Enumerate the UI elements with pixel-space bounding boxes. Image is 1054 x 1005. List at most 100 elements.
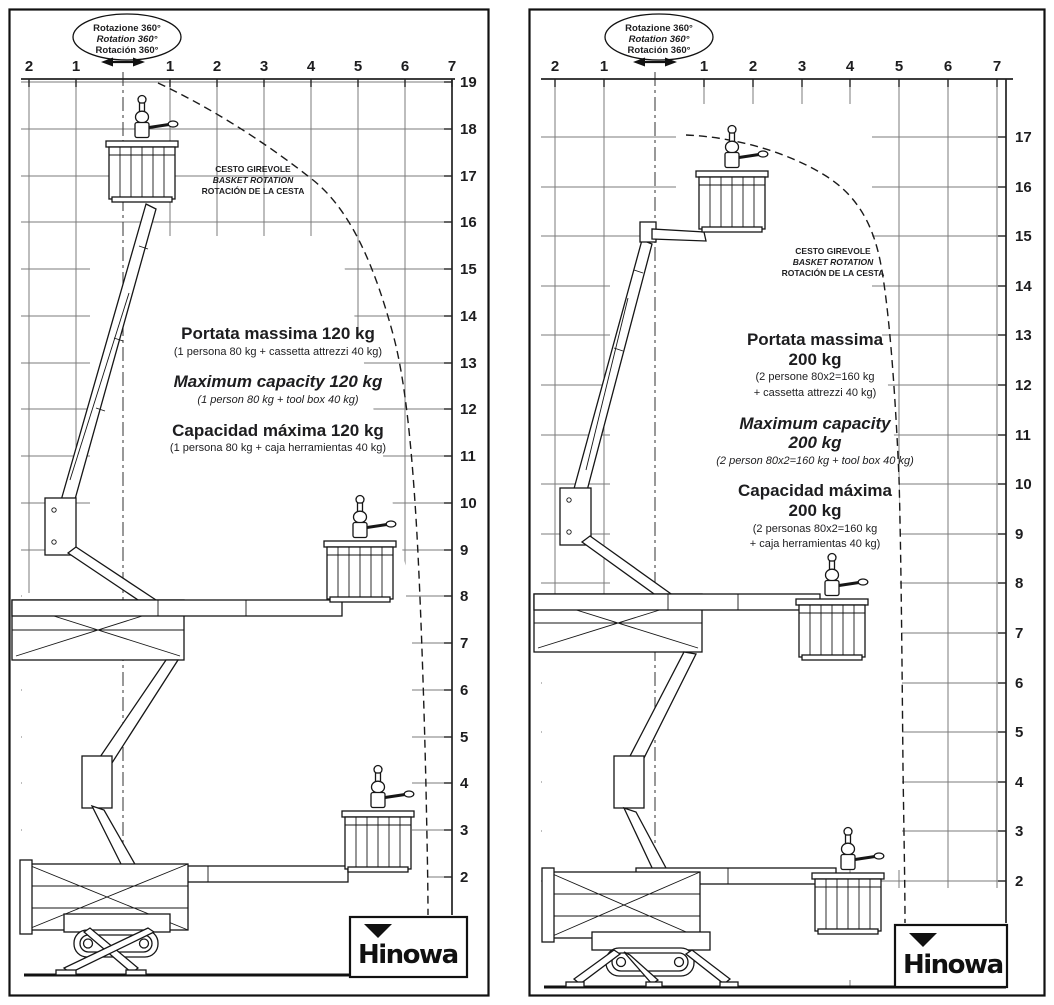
capacity-entry-en: Maximum capacity 120 kg(1 person 80 kg +… xyxy=(136,372,420,407)
y-axis-label: 6 xyxy=(460,682,468,699)
y-axis-label: 17 xyxy=(1015,129,1032,146)
x-axis-label: 2 xyxy=(213,58,221,75)
y-axis-label: 3 xyxy=(1015,823,1023,840)
capacity-title: Capacidad máxima xyxy=(737,481,892,501)
capacity-subtitle: (2 persone 80x2=160 kg xyxy=(755,371,875,384)
y-axis-label: 4 xyxy=(460,775,469,792)
capacity-entry-it: Portata massima 120 kg (1 persona 80 kg +… xyxy=(136,324,420,359)
y-axis-label: 7 xyxy=(460,635,468,652)
y-axis-label: 7 xyxy=(1015,625,1023,642)
machine-drawing-right xyxy=(533,124,886,988)
working-envelope-curve xyxy=(685,134,906,924)
y-axis-label: 10 xyxy=(460,495,477,512)
y-axis-label: 16 xyxy=(1015,179,1032,196)
rotation-bubble-right: Rotazione 360° Rotation 360° Rotación 36… xyxy=(604,13,714,67)
capacity-entry-es: Capacidad máxima 120 kg (1 persona 80 kg … xyxy=(136,421,420,456)
y-axis-label: 3 xyxy=(460,822,468,839)
rotation-label-it: Rotazione 360° xyxy=(93,23,161,34)
panel-border-right xyxy=(528,8,1046,997)
brand-logo: Hinowa xyxy=(358,940,458,970)
capacity-title: Maximum capacity xyxy=(739,413,891,433)
x-axis-label: 1 xyxy=(166,58,174,75)
rotation-label-en: Rotation 360° xyxy=(629,34,690,45)
y-axis-label: 2 xyxy=(1015,873,1023,890)
x-axis-label: 3 xyxy=(260,58,268,75)
y-axis-label: 18 xyxy=(460,121,477,138)
rotation-label-it: Rotazione 360° xyxy=(625,23,693,34)
note-line: CESTO GIREVOLE xyxy=(795,246,871,256)
rotation-label-es: Rotación 360° xyxy=(628,45,691,56)
x-axis-label: 3 xyxy=(798,58,806,75)
capacity-title: Maximum capacity 120 kg xyxy=(173,372,383,392)
y-axis-label: 5 xyxy=(1015,724,1023,741)
panel-border-left xyxy=(8,8,490,997)
y-axis-label: 15 xyxy=(1015,228,1032,245)
capacity-subtitle: + cassetta attrezzi 40 kg) xyxy=(753,386,877,399)
capacity-block-left: Portata massima 120 kg (1 persona 80 kg +… xyxy=(136,324,420,469)
x-axis-label: 6 xyxy=(401,58,409,75)
x-axis-label: 6 xyxy=(944,58,952,75)
note-line: BASKET ROTATION xyxy=(212,175,294,186)
note-line: ROTACIÓN DE LA CESTA xyxy=(781,268,885,279)
capacity-subtitle: (2 personas 80x2=160 kg xyxy=(752,522,878,535)
x-axis-label: 4 xyxy=(846,58,855,75)
capacity-subtitle: (1 persona 80 kg + caja herramientas 40 … xyxy=(169,442,387,455)
rotation-bubble-left: Rotazione 360° Rotation 360° Rotación 36… xyxy=(72,13,182,67)
machine-drawing-left xyxy=(11,94,416,976)
x-axis-label: 2 xyxy=(25,58,33,75)
y-axis-label: 11 xyxy=(1015,427,1031,444)
note-line: BASKET ROTATION xyxy=(792,257,874,268)
y-axis-label: 13 xyxy=(460,355,477,372)
x-axis-label: 1 xyxy=(700,58,708,75)
y-axis-label: 4 xyxy=(1015,774,1024,791)
capacity-title: 200 kg xyxy=(788,349,842,369)
capacity-subtitle: (1 persona 80 kg + cassetta attrezzi 40 … xyxy=(173,345,383,358)
x-axis-label: 1 xyxy=(72,58,80,75)
brand-logo: Hinowa xyxy=(903,950,1003,980)
capacity-title: 200 kg xyxy=(788,500,842,520)
y-axis-label: 2 xyxy=(460,869,468,886)
y-axis-label: 11 xyxy=(460,448,476,465)
x-axis-label: 7 xyxy=(993,58,1001,75)
x-axis-label: 5 xyxy=(354,58,362,75)
x-axis-label: 2 xyxy=(749,58,757,75)
y-axis-label: 16 xyxy=(460,214,477,231)
x-axis-label: 2 xyxy=(551,58,559,75)
capacity-subtitle: + caja herramientas 40 kg) xyxy=(749,538,881,551)
y-axis-label: 8 xyxy=(460,588,468,605)
capacity-title: Capacidad máxima 120 kg xyxy=(172,420,384,440)
capacity-subtitle: (1 person 80 kg + tool box 40 kg) xyxy=(197,393,359,406)
x-axis-label: 7 xyxy=(448,58,456,75)
rotation-label-en: Rotation 360° xyxy=(97,34,158,45)
note-line: ROTACIÓN DE LA CESTA xyxy=(201,186,305,197)
x-axis-label: 1 xyxy=(600,58,608,75)
capacity-title: Portata massima 120 kg xyxy=(181,324,375,343)
y-axis-label: 14 xyxy=(1015,278,1032,295)
logo-triangle-icon xyxy=(909,933,937,947)
y-axis-label: 17 xyxy=(460,168,477,185)
capacity-title: Portata massima xyxy=(746,330,884,349)
logo-box-right: Hinowa xyxy=(893,923,1009,989)
rotation-label-es: Rotación 360° xyxy=(96,45,159,56)
logo-triangle-icon xyxy=(364,924,392,938)
y-axis-label: 10 xyxy=(1015,476,1032,493)
y-axis-label: 9 xyxy=(1015,526,1023,543)
y-axis-label: 8 xyxy=(1015,575,1023,592)
y-axis-label: 14 xyxy=(460,308,477,325)
y-axis-label: 9 xyxy=(460,542,468,559)
x-axis-label: 5 xyxy=(895,58,903,75)
y-axis-label: 13 xyxy=(1015,327,1032,344)
x-axis-label: 4 xyxy=(307,58,316,75)
